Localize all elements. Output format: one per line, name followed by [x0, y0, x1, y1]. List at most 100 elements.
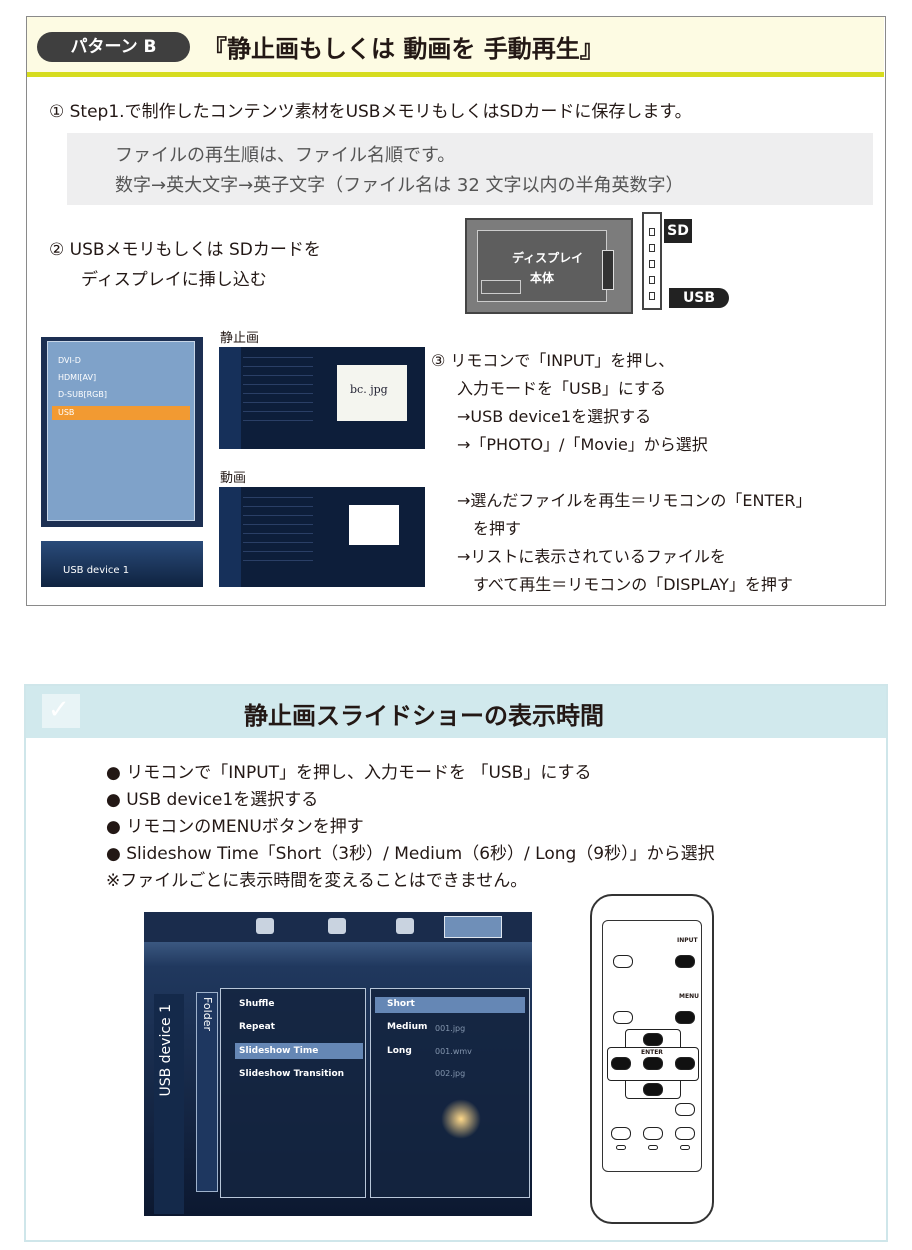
photo-icon — [396, 918, 414, 934]
enter-button-label: ENTER — [641, 1049, 663, 1056]
slideshow-bullet: ● リモコンのMENUボタンを押す — [106, 817, 364, 837]
display-slot — [602, 250, 614, 290]
display-screen: ディスプレイ 本体 — [477, 230, 607, 302]
slideshow-header: ✓ 静止画スライドショーの表示時間 — [26, 686, 886, 738]
menu-item: Repeat — [239, 1022, 275, 1032]
file-row — [243, 509, 313, 516]
settings-menu: Shuffle Repeat Slideshow Time Slideshow … — [220, 988, 366, 1198]
display-connector — [481, 280, 521, 294]
usb-device-label: USB device 1 — [63, 565, 130, 576]
usb-port-label: USB — [669, 288, 729, 308]
sd-slot-label: SD — [664, 219, 692, 243]
display-label: ディスプレイ — [512, 251, 584, 265]
input-option: DVI-D — [58, 356, 81, 365]
input-button — [675, 955, 695, 968]
step-1-text: ① Step1.で制作したコンテンツ素材をUSBメモリもしくはSDカードに保存し… — [49, 102, 692, 122]
file-row — [243, 491, 313, 498]
right-button — [675, 1057, 695, 1070]
input-option: D-SUB[RGB] — [58, 390, 107, 399]
input-menu-screenshot: DVI-D HDMI[AV] D-SUB[RGB] USB — [41, 337, 203, 527]
menu-item: Shuffle — [239, 999, 275, 1009]
option-item: Short — [387, 999, 415, 1009]
input-option: HDMI[AV] — [58, 373, 97, 382]
note-line-1: ファイルの再生順は、ファイル名順です。 — [115, 145, 456, 166]
background-file: 002.jpg — [435, 1069, 466, 1078]
step-3-line: →選んだファイルを再生＝リモコンの「ENTER」 — [457, 491, 812, 510]
usb-device-screenshot: USB device 1 — [41, 541, 203, 587]
input-button-label: INPUT — [677, 937, 698, 944]
remote-small-button — [616, 1145, 626, 1150]
option-selected-highlight — [375, 997, 525, 1013]
photo-file-list — [243, 351, 313, 441]
movie-screenshot — [219, 487, 425, 587]
file-row — [243, 554, 313, 561]
step-3-line: すべて再生＝リモコンの「DISPLAY」を押す — [473, 575, 793, 594]
movie-preview — [349, 505, 399, 545]
file-row — [243, 545, 313, 552]
port-icon — [649, 292, 655, 300]
file-row — [243, 378, 313, 385]
photo-screenshot: bc. jpg — [219, 347, 425, 449]
light-glow — [441, 1099, 481, 1139]
device-sidebar: USB device 1 — [154, 994, 184, 1214]
step-3-line: →リストに表示されているファイルを — [457, 547, 726, 566]
slideshow-bullet: ● USB device1を選択する — [106, 790, 319, 810]
file-row — [243, 518, 313, 525]
photo-sidebar — [219, 347, 241, 449]
up-button — [643, 1033, 663, 1046]
left-button — [611, 1057, 631, 1070]
remote-small-button — [648, 1145, 658, 1150]
device-label: USB device 1 — [158, 1004, 174, 1097]
slideshow-bullet: ● Slideshow Time「Short（3秒）/ Medium（6秒）/ … — [106, 844, 715, 864]
pattern-b-title: 『静止画もしくは 動画を 手動再生』 — [203, 35, 604, 63]
port-icon — [649, 244, 655, 252]
remote-button-panel: INPUT MENU ENTER — [602, 920, 702, 1172]
slideshow-bullet: ● リモコンで「INPUT」を押し、入力モードを 「USB」にする — [106, 763, 592, 783]
step-3-line: ③ リモコンで「INPUT」を押し、 — [431, 351, 675, 370]
screen-top-bar — [144, 912, 532, 942]
file-row — [243, 360, 313, 367]
file-row — [243, 536, 313, 543]
menu-item: Slideshow Time — [239, 1046, 319, 1056]
down-button — [643, 1083, 663, 1096]
input-option: USB — [58, 408, 75, 417]
slideshow-time-options: Short Medium Long 001.jpg 001.wmv 002.jp… — [370, 988, 530, 1198]
menu-selected-highlight — [235, 1043, 363, 1059]
remote-button — [675, 1103, 695, 1116]
pattern-b-badge: パターン B — [37, 32, 190, 62]
menu-button-label: MENU — [679, 993, 699, 1000]
option-item: Medium — [387, 1022, 428, 1032]
enter-button — [643, 1057, 663, 1070]
port-icon — [649, 260, 655, 268]
photo-preview-text: bc. jpg — [350, 383, 388, 396]
settings-icon — [444, 916, 502, 938]
port-icon — [649, 276, 655, 284]
file-row — [243, 414, 313, 421]
remote-button — [611, 1127, 631, 1140]
step-3-line: →USB device1を選択する — [457, 407, 652, 426]
input-selected-highlight — [52, 406, 190, 420]
file-row — [243, 500, 313, 507]
port-icon — [649, 228, 655, 236]
pattern-b-section: パターン B 『静止画もしくは 動画を 手動再生』 ① Step1.で制作したコ… — [26, 16, 886, 606]
file-row — [243, 387, 313, 394]
step-2-line-2: ディスプレイに挿し込む — [81, 270, 267, 290]
photo-preview: bc. jpg — [337, 365, 407, 421]
remote-control-diagram: INPUT MENU ENTER — [590, 894, 714, 1224]
pattern-b-header: パターン B 『静止画もしくは 動画を 手動再生』 — [27, 17, 884, 77]
menu-button — [675, 1011, 695, 1024]
remote-button — [675, 1127, 695, 1140]
input-menu-panel: DVI-D HDMI[AV] D-SUB[RGB] USB — [47, 341, 195, 521]
file-order-note: ファイルの再生順は、ファイル名順です。 数字→英大文字→英子文字（ファイル名は … — [67, 133, 873, 205]
slideshow-settings-screenshot: USB device 1 Folder Shuffle Repeat Slide… — [144, 912, 532, 1216]
menu-item: Slideshow Transition — [239, 1069, 345, 1079]
port-panel — [642, 212, 662, 310]
folder-tab: Folder — [196, 992, 218, 1192]
background-file: 001.jpg — [435, 1024, 466, 1033]
photo-label: 静止画 — [220, 331, 260, 346]
file-row — [243, 369, 313, 376]
display-body-label: 本体 — [530, 271, 555, 285]
file-row — [243, 396, 313, 403]
remote-button — [613, 955, 633, 968]
step-2-line-1: ② USBメモリもしくは SDカードを — [49, 240, 321, 260]
